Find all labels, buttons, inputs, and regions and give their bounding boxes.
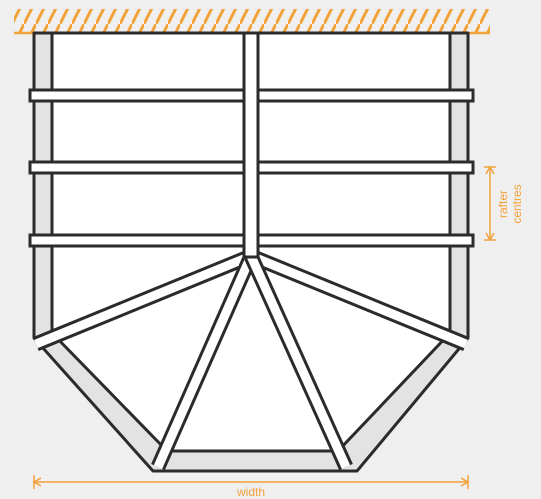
width-dimension [32, 475, 470, 489]
rafter-centres-dimension [484, 165, 496, 242]
width-label: width [236, 485, 265, 499]
wall-hatching [14, 9, 490, 35]
hip-rafters [33, 249, 469, 471]
central-ridge [242, 31, 260, 259]
rafter-label: rafter [496, 190, 510, 218]
centres-label: centres [510, 184, 524, 223]
